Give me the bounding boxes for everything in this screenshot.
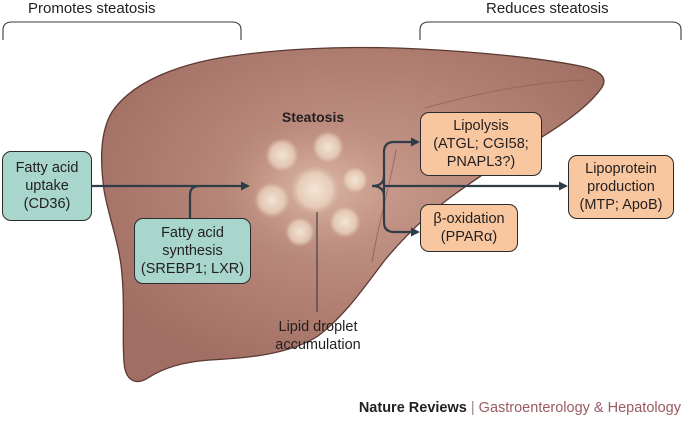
promotes-steatosis-header: Promotes steatosis bbox=[28, 0, 156, 17]
box-line: (PPARα) bbox=[440, 229, 498, 245]
box-line: Lipoprotein bbox=[585, 161, 657, 177]
publication-credit: Nature Reviews | Gastroenterology & Hepa… bbox=[359, 400, 681, 416]
reduces-brace bbox=[419, 21, 682, 40]
lipoprotein-production-box: Lipoprotein production (MTP; ApoB) bbox=[568, 155, 674, 219]
lipid-droplet bbox=[342, 167, 368, 193]
lipolysis-box: Lipolysis (ATGL; CGI58; PNAPL3?) bbox=[420, 112, 542, 176]
lipid-droplet-label: Lipid droplet accumulation bbox=[252, 318, 384, 354]
credit-separator: | bbox=[470, 400, 475, 416]
box-line: uptake bbox=[25, 178, 69, 194]
box-line: (SREBP1; LXR) bbox=[140, 261, 245, 277]
box-line: (CD36) bbox=[23, 196, 71, 212]
droplet-label-line-2: accumulation bbox=[275, 337, 361, 353]
lipid-droplet bbox=[265, 138, 299, 172]
lipid-droplet bbox=[285, 217, 315, 247]
journal-name: Gastroenterology & Hepatology bbox=[478, 400, 681, 416]
synthesis-connector bbox=[188, 184, 200, 218]
lipid-droplet bbox=[291, 166, 339, 214]
liver-lobe-edge bbox=[424, 79, 586, 109]
promotes-brace bbox=[2, 21, 242, 40]
box-line: Fatty acid bbox=[15, 160, 79, 176]
droplet-label-line-1: Lipid droplet bbox=[278, 319, 358, 335]
box-line: Lipolysis bbox=[453, 118, 509, 134]
lipid-droplet bbox=[254, 182, 290, 218]
box-line: (MTP; ApoB) bbox=[579, 197, 663, 213]
box-line: production bbox=[587, 179, 655, 195]
lipolysis-arrow bbox=[382, 137, 420, 186]
beta-oxidation-arrow bbox=[382, 186, 420, 237]
beta-oxidation-box: β-oxidation (PPARα) bbox=[420, 204, 518, 252]
steatosis-title: Steatosis bbox=[281, 109, 345, 125]
reduces-steatosis-header: Reduces steatosis bbox=[486, 0, 609, 17]
fatty-acid-uptake-box: Fatty acid uptake (CD36) bbox=[2, 151, 92, 221]
publisher-name: Nature Reviews bbox=[358, 400, 467, 416]
box-line: PNAPL3?) bbox=[446, 154, 516, 170]
box-line: Fatty acid bbox=[161, 225, 224, 241]
box-line: β-oxidation bbox=[433, 211, 505, 227]
branch-brace bbox=[371, 175, 386, 197]
lipid-droplet bbox=[312, 131, 344, 163]
box-line: synthesis bbox=[162, 243, 223, 259]
fatty-acid-synthesis-box: Fatty acid synthesis (SREBP1; LXR) bbox=[134, 218, 251, 284]
box-line: (ATGL; CGI58; bbox=[433, 136, 529, 152]
lipid-droplet bbox=[329, 206, 361, 238]
